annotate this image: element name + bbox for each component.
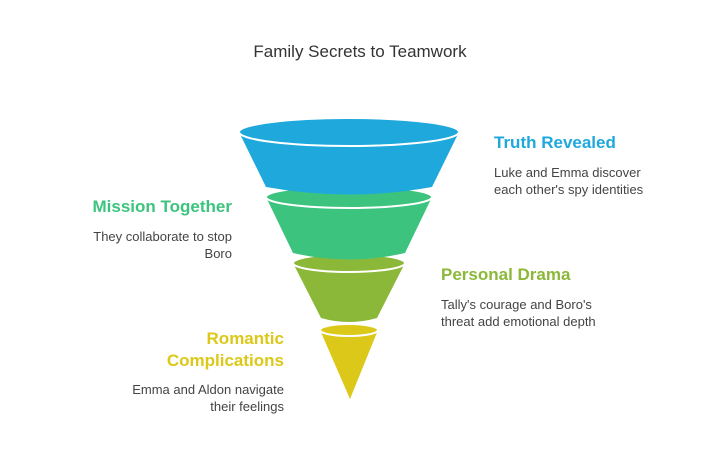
funnel-segment-truth-revealed (239, 132, 459, 195)
funnel-segment-personal-drama (293, 263, 405, 322)
stage-description-mission-together: They collaborate to stop Boro (93, 229, 232, 261)
funnel-segment-truth-revealed-rim (238, 117, 460, 147)
stage-label-truth-revealed: Truth Revealed (494, 133, 616, 152)
funnel-segment-romantic-complications (320, 330, 378, 399)
diagram-title: Family Secrets to Teamwork (253, 42, 467, 61)
stage-label-mission-together: Mission Together (92, 197, 232, 216)
funnel-segment-mission-together (266, 197, 432, 260)
stage-description-romantic-complications: Emma and Aldon navigate their feelings (132, 382, 284, 414)
stage-description-personal-drama: Tally's courage and Boro's threat add em… (441, 297, 596, 329)
stage-label-personal-drama: Personal Drama (441, 265, 571, 284)
funnel-segment-romantic-complications-rim (319, 323, 379, 337)
stage-label-romantic-complications: Romantic Complications (166, 329, 284, 370)
stage-description-truth-revealed: Luke and Emma discover each other's spy … (494, 165, 644, 197)
